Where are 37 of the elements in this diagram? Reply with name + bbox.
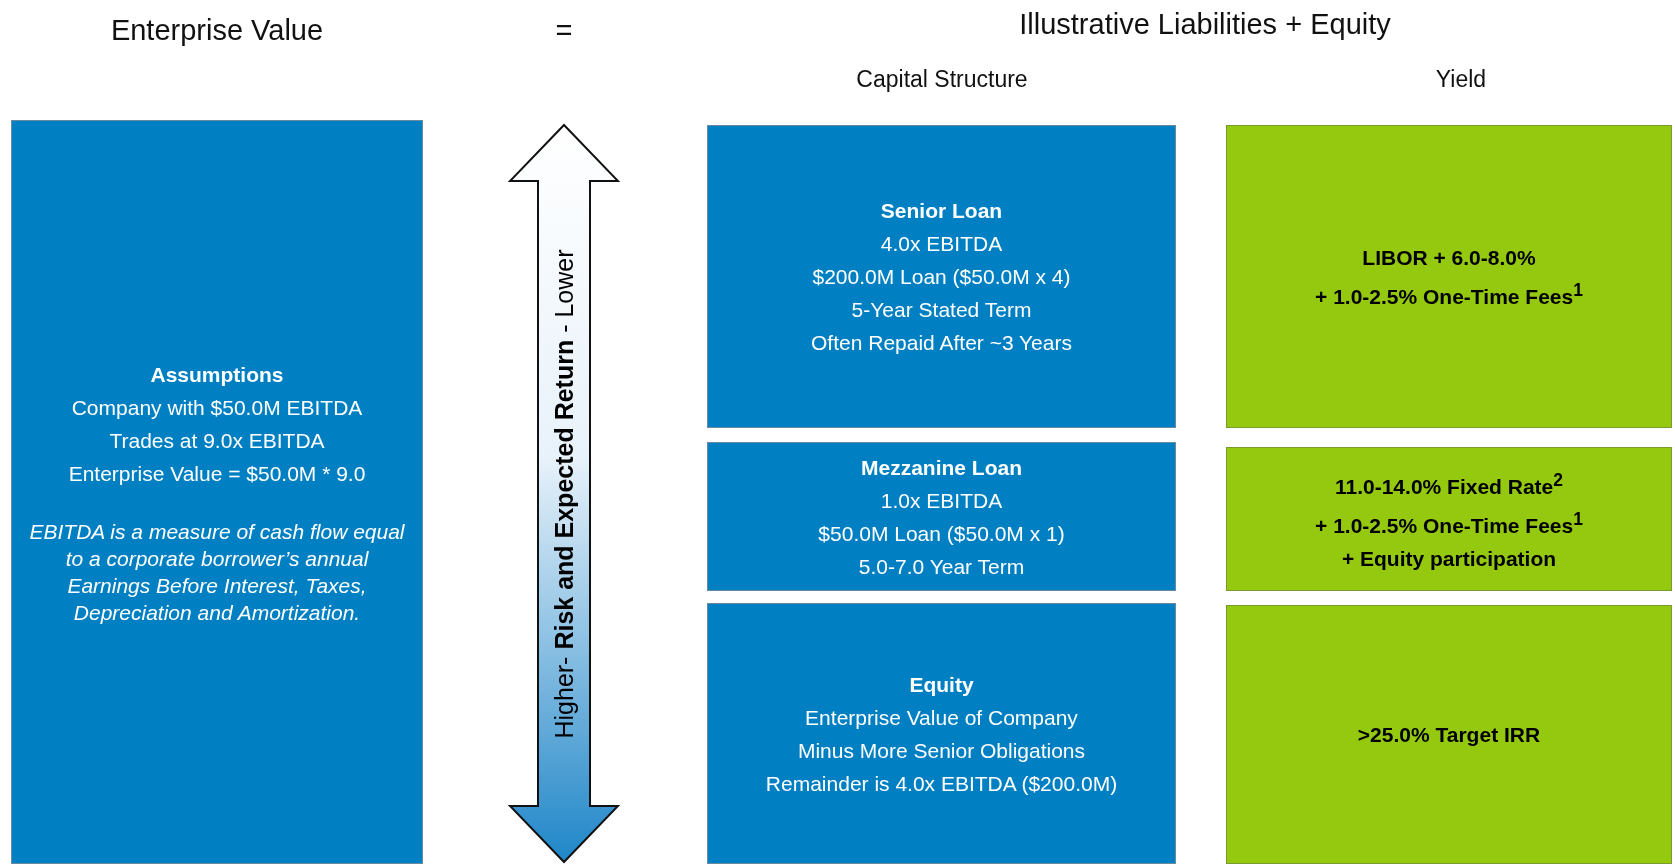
yield-text: + 1.0-2.5% One-Time Fees$^{1}$ xyxy=(1315,507,1583,539)
yield-box xyxy=(1226,605,1672,864)
box-heading: Senior Loan xyxy=(880,198,1003,224)
equals-sign: = xyxy=(555,14,573,47)
box-text: Enterprise Value = $50.0M * 9.0 xyxy=(68,461,366,487)
box-text: $200.0M Loan ($50.0M x 4) xyxy=(812,264,1071,290)
column-subheading: Capital Structure xyxy=(856,66,1028,93)
box-text: 5.0-7.0 Year Term xyxy=(858,553,1025,580)
yield-text: 11.0-14.0% Fixed Rate$^{2}$ xyxy=(1335,468,1563,500)
box-text: Minus More Senior Obligations xyxy=(797,737,1086,764)
column-heading: Illustrative Liabilities + Equity xyxy=(1019,8,1391,41)
box-text: 5-Year Stated Term xyxy=(851,297,1032,323)
box-heading: Mezzanine Loan xyxy=(861,454,1022,481)
yield-text: LIBOR + 6.0-8.0% xyxy=(1362,244,1536,271)
box-heading: Equity xyxy=(909,671,974,698)
column-subheading: Yield xyxy=(1435,66,1487,93)
arrow-label: Higher- Risk and Expected Return - Lower xyxy=(549,249,579,738)
column-heading: Enterprise Value xyxy=(110,14,324,47)
box-text: Company with $50.0M EBITDA xyxy=(71,395,363,421)
yield-box xyxy=(1226,447,1672,591)
box-text: 1.0x EBITDA xyxy=(880,487,1003,514)
capital-structure-box xyxy=(707,125,1176,428)
yield-text: >25.0% Target IRR xyxy=(1357,722,1541,748)
assumptions-box xyxy=(11,120,423,864)
yield-box xyxy=(1226,125,1672,428)
capital-structure-box xyxy=(707,603,1176,864)
capital-structure-box xyxy=(707,442,1176,591)
box-text: Remainder is 4.0x EBITDA ($200.0M) xyxy=(765,770,1118,797)
box-text: 4.0x EBITDA xyxy=(880,231,1003,257)
box-text: Often Repaid After ~3 Years xyxy=(811,330,1072,356)
note-text: EBITDA is a measure of cash flow equal to a corporate borrower’s annual Earnings Before Interest, Taxes, Depreciation and Amortization. xyxy=(28,519,406,626)
yield-text: + Equity participation xyxy=(1341,545,1557,572)
box-text: Trades at 9.0x EBITDA xyxy=(109,428,325,454)
box-text: Enterprise Value of Company xyxy=(805,704,1078,731)
box-heading: Assumptions xyxy=(150,362,284,388)
yield-text: + 1.0-2.5% One-Time Fees$^{1}$ xyxy=(1315,278,1583,310)
box-text: $50.0M Loan ($50.0M x 1) xyxy=(818,520,1065,547)
